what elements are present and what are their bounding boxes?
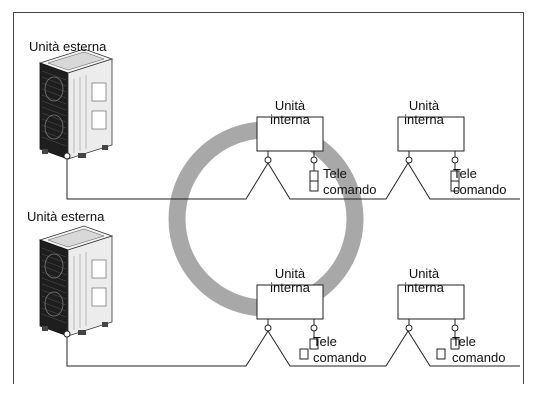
remote-label-line1: Tele [313, 334, 337, 349]
indoor-unit-label-line1: Unità [408, 98, 440, 113]
wire [267, 162, 409, 200]
outdoor-unit-icon [39, 48, 113, 160]
indoor-unit-label-line1: Unità [408, 266, 440, 281]
wire [267, 330, 409, 367]
remote-label-line1: Tele [323, 166, 347, 181]
diagram-frame [13, 12, 524, 384]
remote-label-line2: comando [313, 350, 367, 365]
wire [407, 330, 520, 367]
indoor-unit-label-line2: interna [270, 280, 310, 295]
remote-label-line2: comando [453, 182, 507, 197]
remote-label-line1: Tele [452, 334, 476, 349]
remote-label-line2: comando [452, 350, 506, 365]
remote-controller-icon [299, 348, 309, 360]
outdoor-unit-icon [39, 225, 113, 337]
wire [407, 162, 520, 200]
outdoor-unit-label: Unità esterna [29, 39, 107, 54]
indoor-unit-label-line2: interna [404, 280, 444, 295]
indoor-unit-label-line2: interna [270, 112, 310, 127]
indoor-unit-label-line1: Unità [274, 98, 306, 113]
remote-controller-icon [450, 180, 460, 192]
wire [66, 159, 269, 200]
remote-label-line1: Tele [453, 166, 477, 181]
terminal-circle-icon [63, 330, 71, 338]
remote-controller-icon [436, 348, 446, 360]
wire [66, 330, 269, 367]
outdoor-unit-label: Unità esterna [27, 209, 105, 224]
indoor-unit-label-line2: interna [404, 112, 444, 127]
indoor-unit-label-line1: Unità [274, 266, 306, 281]
remote-controller-icon [309, 180, 319, 192]
remote-label-line2: comando [323, 182, 377, 197]
terminal-circle-icon [63, 152, 71, 160]
